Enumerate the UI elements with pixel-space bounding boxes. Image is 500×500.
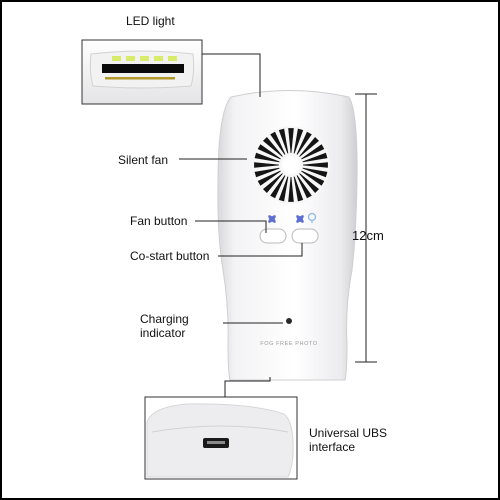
- fan-slot: [296, 131, 312, 155]
- fan-slot: [302, 167, 328, 178]
- universal-interface-label-line2: interface: [309, 440, 356, 454]
- fan-slot: [299, 137, 319, 157]
- charging-indicator-led: [286, 318, 292, 324]
- fan-button-icon: [268, 215, 276, 223]
- fan-slot: [254, 152, 280, 163]
- fan-slot: [257, 170, 281, 186]
- device-printed-text: FOG FREE PHOTO: [260, 341, 318, 347]
- fan-slot: [278, 176, 289, 202]
- universal-interface-label-line1: Universal UBS: [309, 426, 388, 440]
- fan-slot: [263, 137, 283, 157]
- fan-grille: [252, 126, 330, 204]
- led-inset: [81, 39, 203, 105]
- fan-slot: [296, 175, 312, 199]
- fan-slot: [303, 162, 328, 168]
- fan-slot: [299, 173, 319, 193]
- height-dimension: [355, 93, 377, 363]
- fan-slot: [270, 131, 286, 155]
- fan-button[interactable]: [259, 228, 287, 244]
- fan-slot: [270, 175, 286, 199]
- dimension-label: 12cm: [352, 228, 384, 243]
- fan-slot: [254, 167, 280, 178]
- fan-slot: [293, 128, 304, 154]
- fan-slot: [301, 170, 325, 186]
- fan-button-label: Fan button: [130, 214, 188, 228]
- silent-fan-label: Silent fan: [118, 153, 169, 167]
- fan-slot: [302, 152, 328, 163]
- co-start-icon: [296, 212, 317, 223]
- fan-slot: [288, 128, 294, 153]
- fan-slot: [301, 144, 325, 160]
- co-start-button[interactable]: [291, 228, 319, 244]
- charging-indicator-label-line2: indicator: [140, 326, 186, 340]
- fan-slot: [278, 128, 289, 154]
- leader-lines: [179, 53, 303, 397]
- fan-slot: [254, 162, 279, 168]
- fan-slot: [257, 144, 281, 160]
- fan-slot: [288, 177, 294, 202]
- led-light-label: LED light: [126, 14, 175, 28]
- usb-inset: [144, 396, 298, 480]
- charging-indicator-label-line1: Charging: [140, 312, 189, 326]
- co-start-button-label: Co-start button: [130, 249, 210, 263]
- fan-slot: [293, 176, 304, 202]
- fan-slot: [263, 173, 283, 193]
